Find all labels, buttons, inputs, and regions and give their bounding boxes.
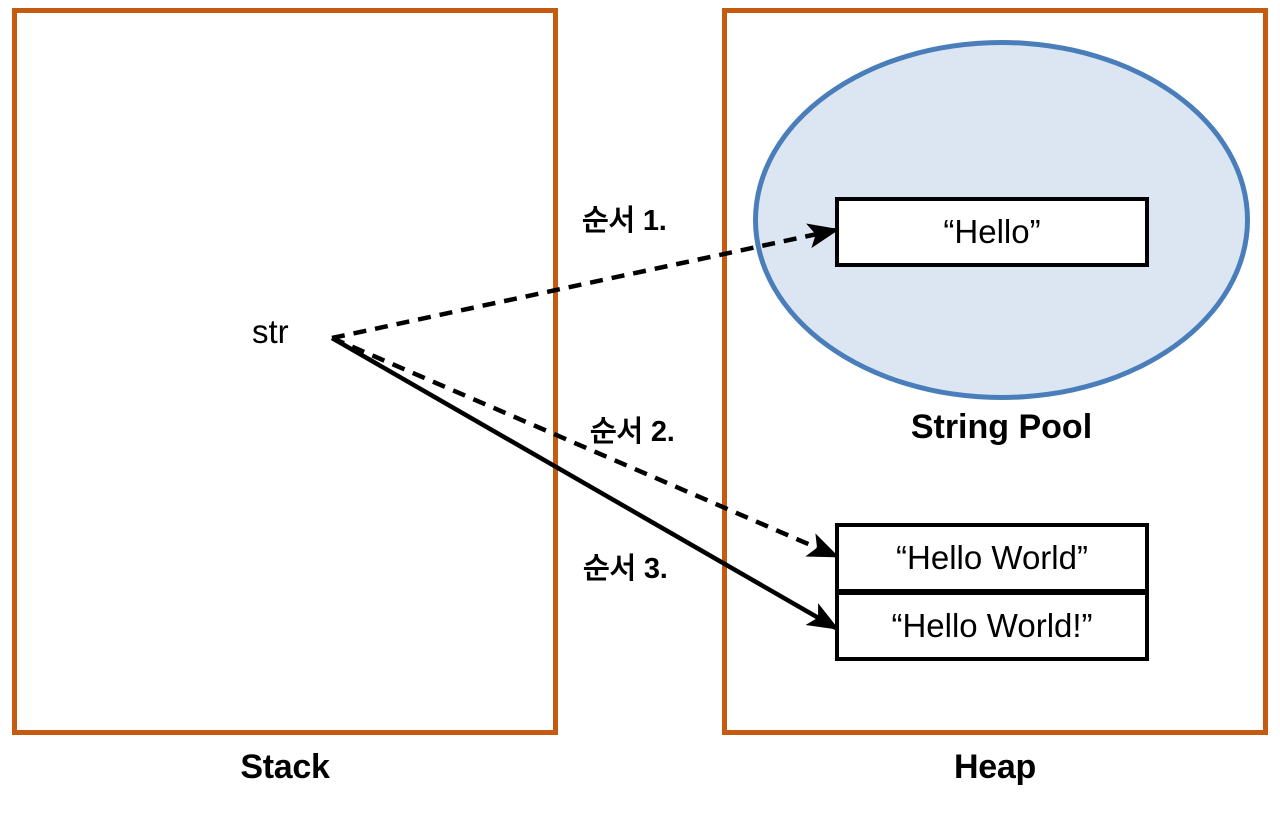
string-pool-value-box: “Hello” xyxy=(835,197,1149,267)
string-pool-caption: String Pool xyxy=(910,408,1093,446)
arrow-label-order-3: 순서 3. xyxy=(583,553,668,585)
heap-value-box-hello-world-bang: “Hello World!” xyxy=(835,591,1149,661)
stack-region-frame xyxy=(12,8,558,735)
heap-value-box-hello-world: “Hello World” xyxy=(835,523,1149,593)
arrow-label-order-2: 순서 2. xyxy=(590,416,675,448)
stack-caption: Stack xyxy=(240,748,330,786)
stack-variable-str: str xyxy=(252,313,289,350)
arrow-label-order-1: 순서 1. xyxy=(582,205,667,237)
heap-caption: Heap xyxy=(954,748,1036,786)
